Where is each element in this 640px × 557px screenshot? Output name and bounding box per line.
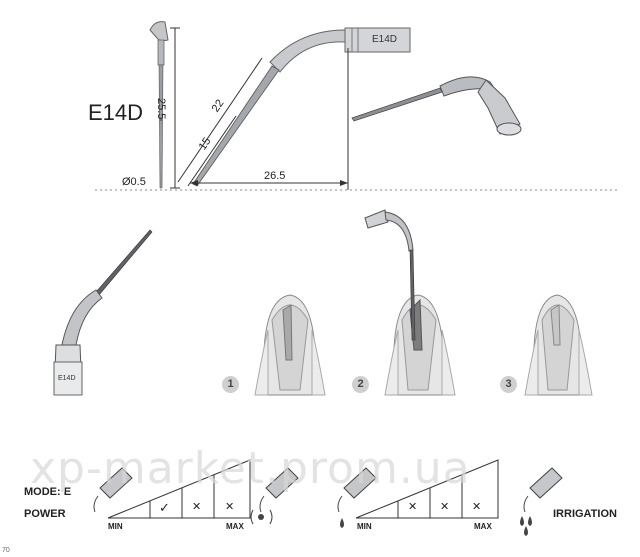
tip-front-view [149,21,169,189]
power-scale [107,459,251,519]
tooth-step-3 [524,294,593,396]
irrigation-label: IRRIGATION [553,508,617,520]
irrigation-scale [355,459,499,519]
tip-hand-icon [259,467,299,513]
power-mark-1: ✓ [159,500,170,515]
page-number: 70 [2,547,10,554]
step-badge-2: 2 [352,376,369,393]
tip-hand-icon [93,467,133,513]
tooth-step-2 [364,209,456,396]
tip-hand-icon [523,467,563,513]
irrigation-mark-1: ✕ [408,501,418,513]
irrigation-max-label: MAX [474,522,492,531]
irrigation-mark-3: ✕ [472,501,482,513]
tip-hand-icon [337,467,377,513]
tip-engraving-label: E14D [372,34,398,45]
tip-side-view [192,27,411,187]
tip-perspective-view [351,76,522,136]
power-min-label: MIN [108,522,123,531]
dimension-horizontal: 26.5 [264,170,286,182]
irrigation-min-label: MIN [357,522,372,531]
dimension-diameter: Ø0.5 [122,176,146,188]
step-badge-3: 3 [500,376,517,393]
tip-engraving-side-label: E14D [58,375,76,382]
dimension-height: 25.5 [155,98,167,120]
tip-illustration [53,229,153,396]
power-mark-2: ✕ [192,501,202,513]
power-label: POWER [24,508,66,520]
power-max-label: MAX [226,522,244,531]
water-drop-icon [520,516,532,536]
water-drop-icon [340,518,344,528]
power-mark-3: ✕ [225,501,235,513]
watermark: xp-market.prom.ua [30,443,471,494]
step-badge-1: 1 [222,376,239,393]
tooth-step-1 [254,294,326,396]
vibration-icon [250,509,273,525]
mode-label: MODE: E [24,486,72,498]
irrigation-mark-2: ✕ [440,501,450,513]
model-title: E14D [88,100,144,125]
